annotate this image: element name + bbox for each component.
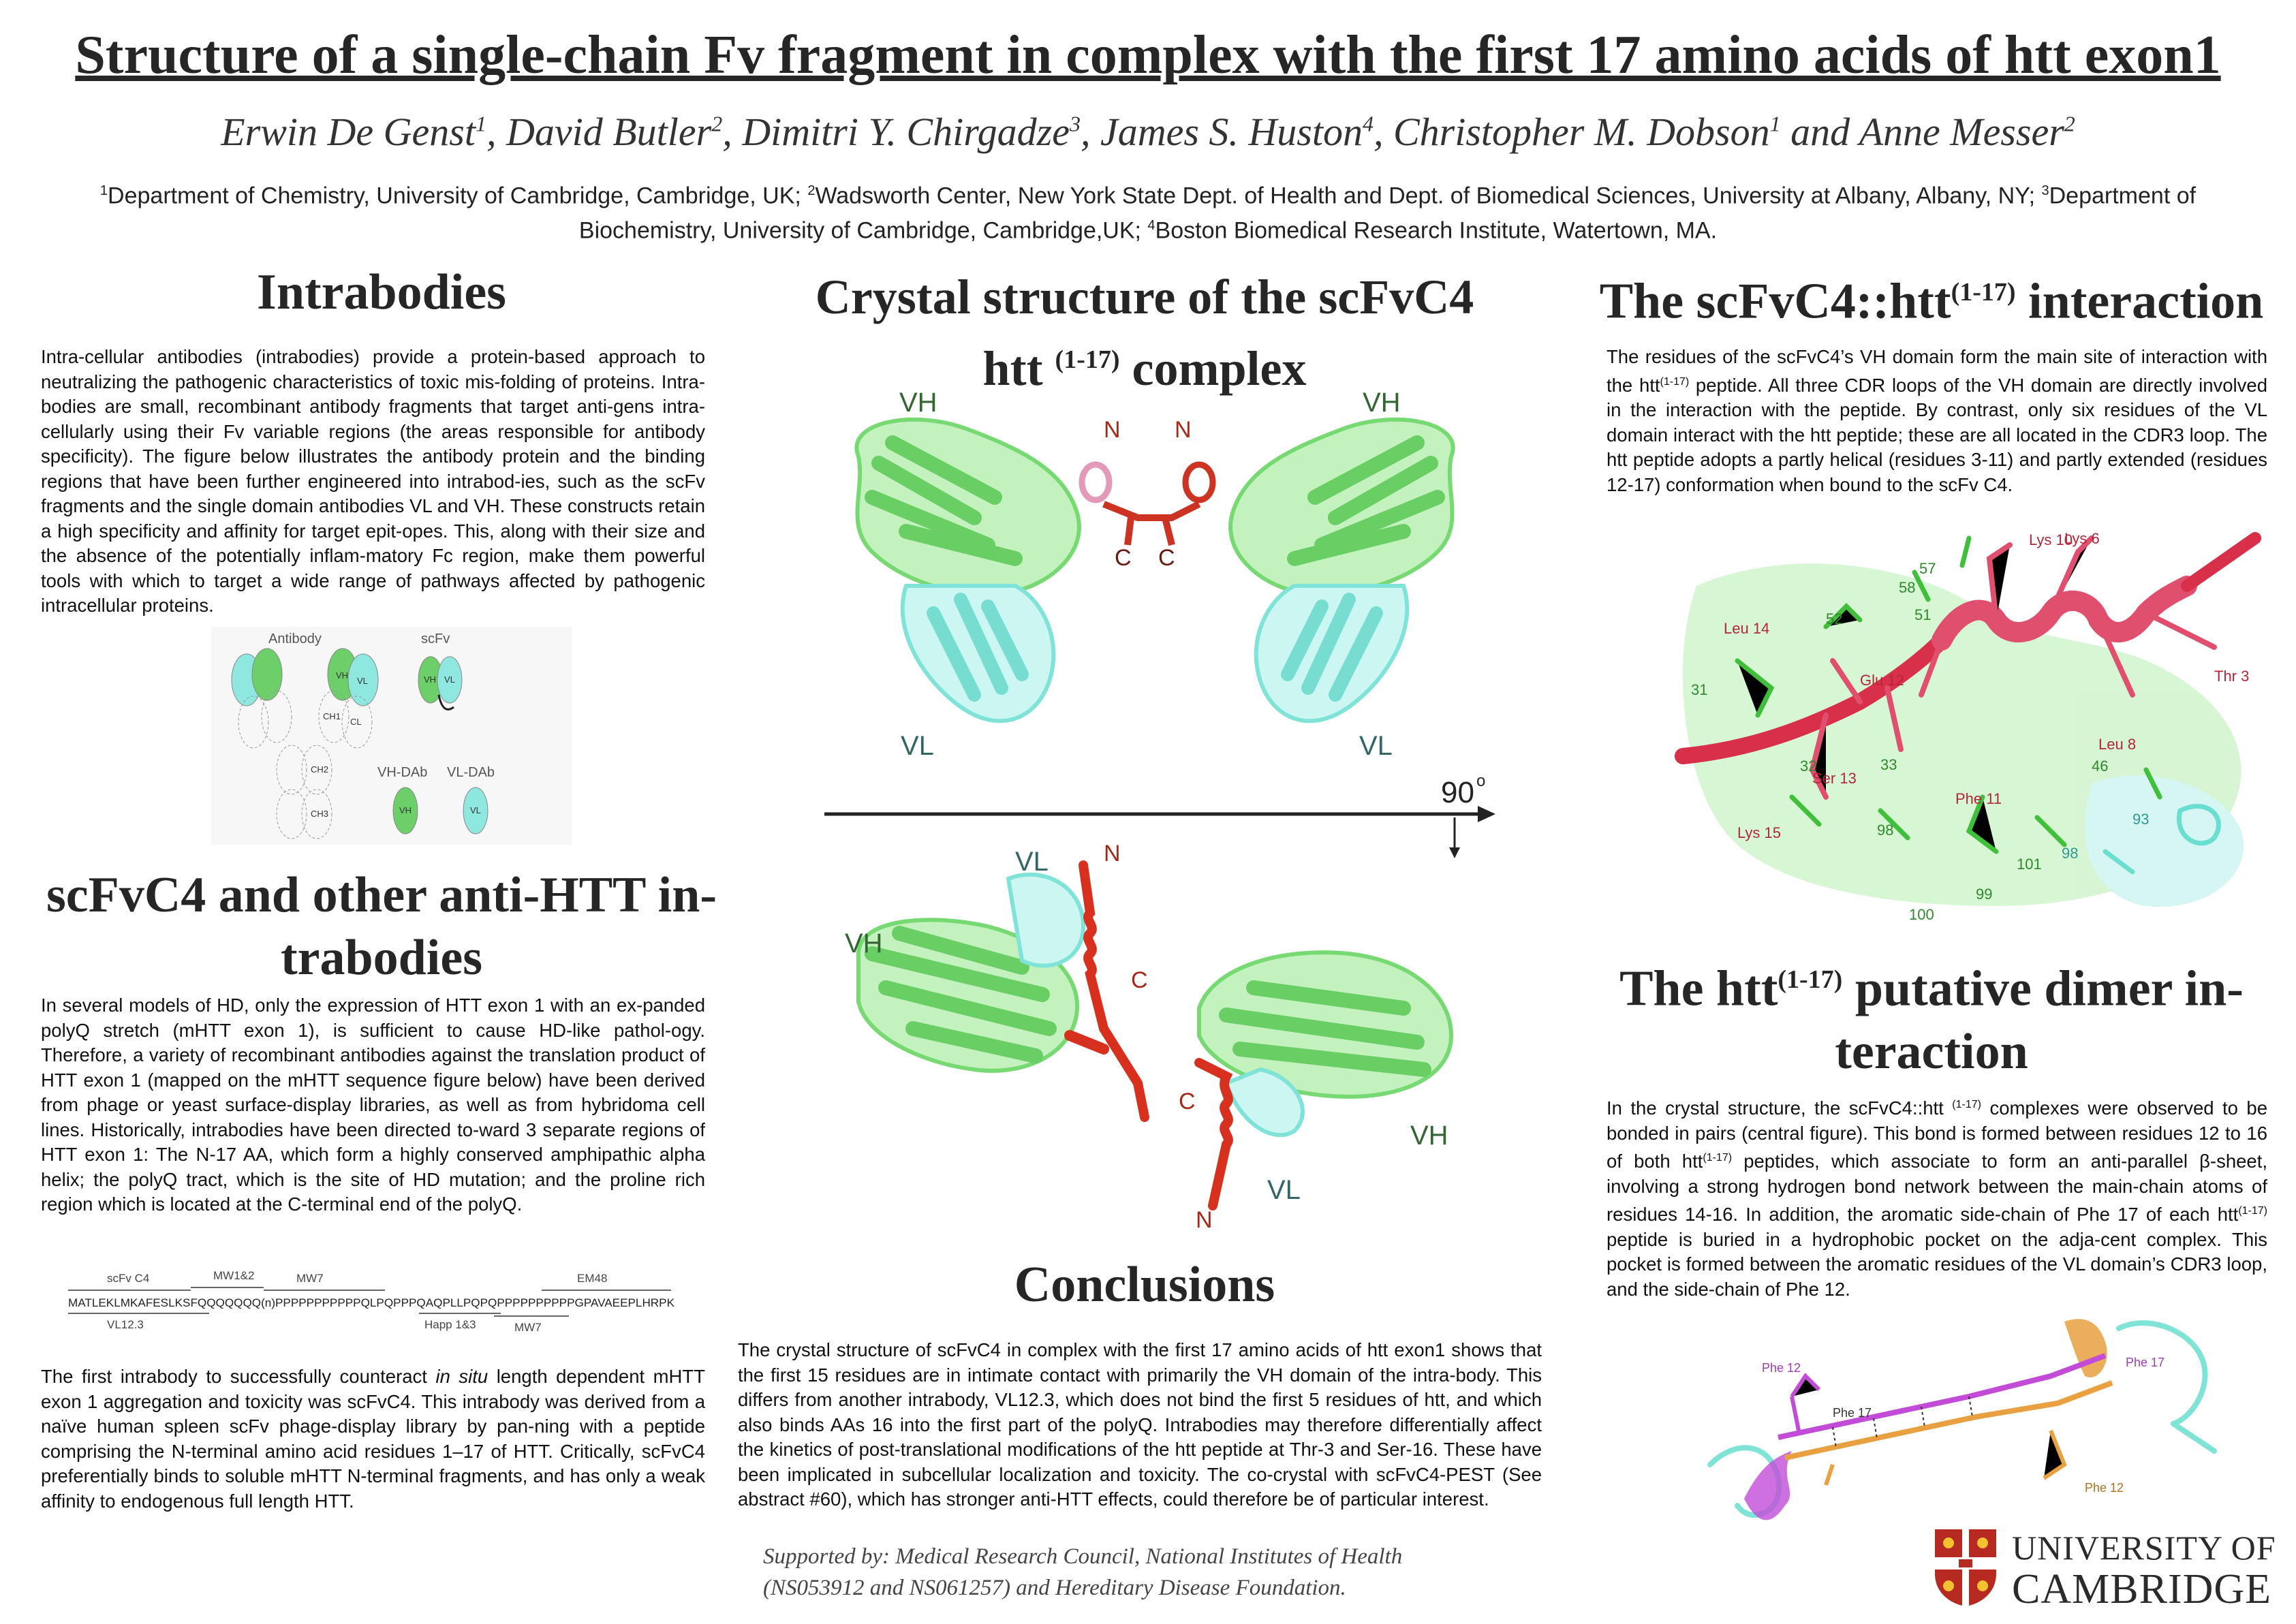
- interaction-body: The residues of the scFvC4’s VH domain f…: [1607, 346, 2267, 495]
- crystal-top-view: VH VH N N C C VL VL: [818, 381, 1492, 790]
- label-r46: 46: [2092, 758, 2108, 775]
- side-n-bottom: N: [1196, 1207, 1213, 1233]
- interaction-heading: The scFvC4::htt(1-17) interaction: [1599, 273, 2264, 330]
- label-r98b: 98: [2062, 845, 2078, 862]
- affiliations: 1Department of Chemistry, University of …: [99, 183, 2197, 244]
- conclusions-body: The crystal structure of scFvC4 in compl…: [738, 1339, 1542, 1510]
- top-c2: C: [1158, 545, 1175, 571]
- logo-line2: CAMBRIDGE: [2012, 1566, 2272, 1612]
- dab-vh-label: VH: [399, 805, 412, 815]
- top-vh-left: VH: [899, 388, 937, 418]
- side-vh-left: VH: [845, 928, 883, 958]
- label-r58: 58: [1899, 579, 1915, 596]
- label-r32: 32: [1800, 758, 1816, 775]
- top-n1: N: [1104, 417, 1121, 443]
- label-r51: 51: [1914, 606, 1931, 623]
- poster-title: Structure of a single-chain Fv fragment …: [75, 25, 2221, 85]
- scfvc4-body-2: The first intrabody to successfully coun…: [41, 1366, 705, 1512]
- rotation-unit: o: [1476, 772, 1485, 790]
- side-c2: C: [1179, 1089, 1196, 1114]
- interaction-detail-figure: Lys 10 Lys 6 Thr 3 Leu 14 Glu 12 Leu 8 S…: [1656, 525, 2269, 933]
- dab-vl-label: VL: [470, 805, 481, 815]
- seq-label-em48: EM48: [577, 1272, 607, 1285]
- label-r52: 52: [1826, 610, 1842, 627]
- cambridge-crest-icon: [1935, 1529, 1996, 1606]
- label-r98a: 98: [1877, 822, 1893, 839]
- scfvc4-heading: scFvC4 and other anti-HTT in- trabodies: [46, 867, 717, 986]
- label-ser13: Ser 13: [1812, 770, 1857, 787]
- label-lys10: Lys 10: [2029, 531, 2073, 548]
- vl-dab-label: VL-DAb: [447, 765, 495, 780]
- author-list: Erwin De Genst1, David Butler2, Dimitri …: [221, 110, 2075, 154]
- label-glu12: Glu 12: [1860, 672, 1904, 689]
- label-phe12-left: Phe 12: [1762, 1361, 1801, 1375]
- side-n-top: N: [1104, 841, 1121, 866]
- htt-sequence: MATLEKLMKAFESLKSFQQQQQQQ(n)PPPPPPPPPPPQL…: [68, 1296, 675, 1309]
- conclusions-heading: Conclusions: [1014, 1257, 1275, 1313]
- scfv-vh-label: VH: [424, 674, 436, 685]
- intrabodies-body: Intra-cellular antibodies (intrabodies) …: [41, 346, 705, 616]
- side-vl-bottom: VL: [1267, 1175, 1301, 1205]
- label-thr3: Thr 3: [2214, 668, 2249, 685]
- top-n2: N: [1175, 417, 1192, 443]
- scfvc4-body: In several models of HD, only the expres…: [41, 995, 705, 1215]
- logo-line1: UNIVERSITY OF: [2012, 1529, 2276, 1567]
- ch3-label: CH3: [311, 809, 328, 819]
- label-r33: 33: [1880, 756, 1897, 773]
- label-r31: 31: [1691, 681, 1707, 698]
- side-vl-top: VL: [1015, 847, 1049, 877]
- seq-label-vl123: VL12.3: [107, 1318, 144, 1331]
- dimer-body: In the crystal structure, the scFvC4::ht…: [1607, 1097, 2267, 1300]
- label-lys6: Lys 6: [2064, 530, 2100, 547]
- htt-sequence-figure: scFv C4 MW1&2 MW7 EM48 MATLEKLMKAFESLKSF…: [65, 1267, 678, 1335]
- scfv-label: scFv: [421, 631, 450, 646]
- top-c1: C: [1115, 545, 1132, 571]
- label-r99: 99: [1976, 886, 1992, 903]
- top-vl-left: VL: [901, 731, 934, 761]
- ch1-label: CH1: [323, 711, 341, 721]
- seq-label-mw7-top: MW7: [296, 1272, 324, 1285]
- vl-label: VL: [357, 676, 368, 686]
- label-phe11: Phe 11: [1955, 790, 2002, 807]
- ch2-label: CH2: [311, 764, 328, 775]
- label-phe17-left: Phe 17: [1833, 1406, 1872, 1420]
- side-vh-right: VH: [1410, 1121, 1448, 1151]
- dimer-heading: The htt(1-17) putative dimer in- teracti…: [1619, 961, 2244, 1080]
- crystal-heading: Crystal structure of the scFvC4 htt (1-1…: [815, 270, 1474, 396]
- label-r101: 101: [2017, 856, 2042, 873]
- intrabodies-heading: Intrabodies: [257, 264, 506, 320]
- side-c1: C: [1131, 967, 1148, 993]
- label-r100: 100: [1909, 906, 1934, 923]
- top-vl-right: VL: [1359, 731, 1393, 761]
- seq-label-mw12: MW1&2: [213, 1269, 254, 1282]
- vh-label: VH: [336, 670, 348, 681]
- rotation-degrees: 90: [1441, 776, 1474, 809]
- label-phe12-right: Phe 12: [2085, 1481, 2124, 1495]
- label-r93: 93: [2132, 811, 2149, 828]
- seq-label-happ: Happ 1&3: [424, 1318, 476, 1331]
- rotation-axis: 90 o: [821, 763, 1495, 865]
- cl-label: CL: [350, 717, 362, 727]
- vh-dab-label: VH-DAb: [377, 765, 427, 780]
- scfv-vl-label: VL: [444, 674, 455, 685]
- label-leu8: Leu 8: [2098, 736, 2136, 753]
- label-phe17-right: Phe 17: [2126, 1356, 2165, 1369]
- seq-label-mw7-bottom: MW7: [514, 1321, 542, 1334]
- label-r57: 57: [1919, 560, 1936, 577]
- antibody-label: Antibody: [268, 631, 322, 646]
- top-vh-right: VH: [1363, 388, 1401, 418]
- university-logo: UNIVERSITY OF CAMBRIDGE: [1932, 1526, 2286, 1614]
- label-leu14: Leu 14: [1724, 620, 1769, 637]
- antibody-format-figure: Antibody scFv VH VL CH1 CL CH2 CH3 VH VL…: [211, 627, 572, 845]
- funding-note: Supported by: Medical Research Council, …: [763, 1544, 1403, 1600]
- label-lys15: Lys 15: [1737, 824, 1781, 841]
- crystal-side-view: N VL VH C C VH VL N: [818, 838, 1492, 1240]
- seq-label-scfvc4: scFv C4: [107, 1272, 149, 1285]
- dimer-figure: Phe 12 Phe 17 Phe 17 Phe 12: [1696, 1301, 2241, 1560]
